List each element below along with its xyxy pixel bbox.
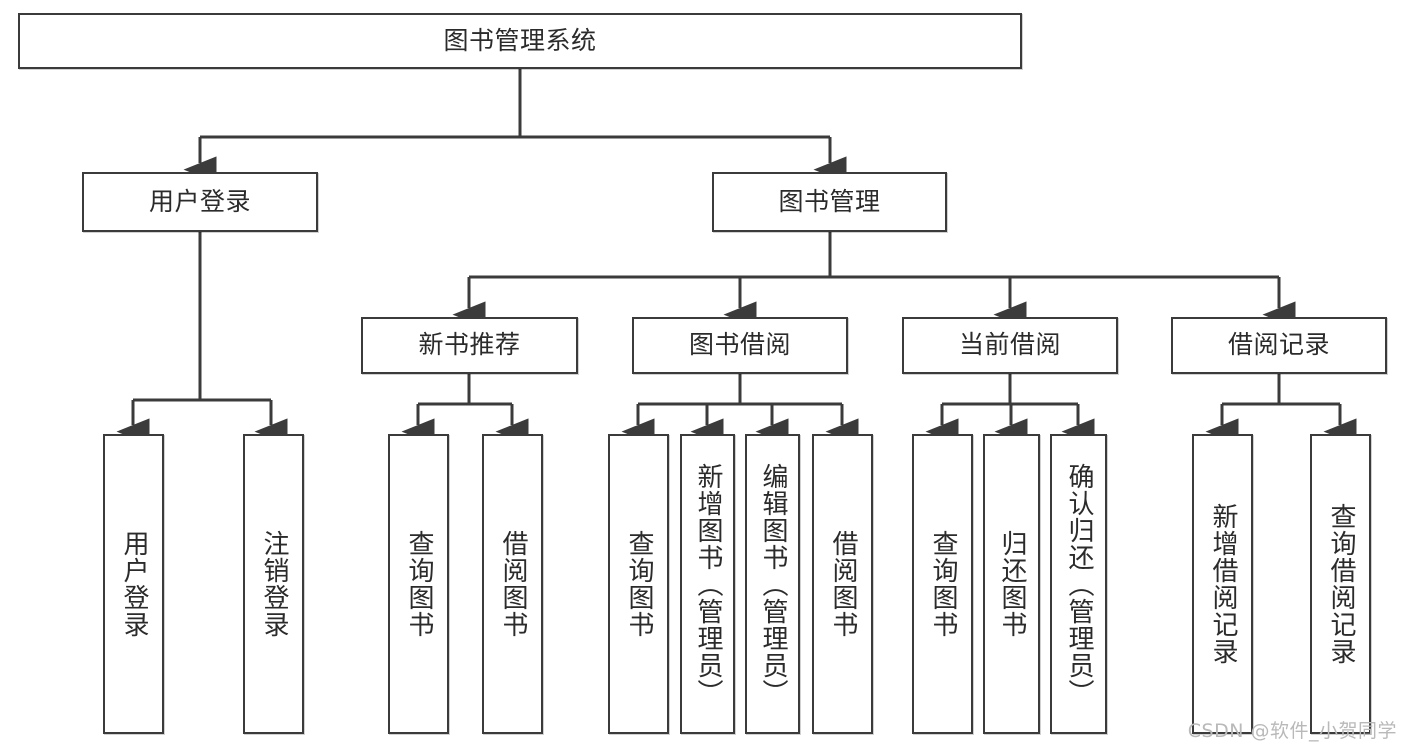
node-new-book-recommend[interactable]: 新书推荐 — [361, 317, 578, 374]
node-label: 归还图书 — [997, 530, 1028, 638]
node-label: 新增借阅记录 — [1208, 503, 1239, 665]
node-user-login[interactable]: 用户登录 — [82, 172, 318, 232]
leaf-query-book-1[interactable]: 查询图书 — [388, 434, 449, 734]
leaf-add-book[interactable]: 新增图书（管理员） — [680, 434, 735, 734]
node-label: 新书推荐 — [418, 330, 521, 360]
node-label: 用户登录 — [148, 186, 251, 216]
node-label: 确认归还（管理员） — [1064, 462, 1095, 706]
node-current-borrow[interactable]: 当前借阅 — [902, 317, 1118, 374]
node-label: 注销登录 — [259, 530, 290, 638]
node-label: 查询借阅记录 — [1326, 503, 1357, 665]
node-label: 当前借阅 — [958, 330, 1061, 360]
node-label: 借阅记录 — [1227, 330, 1330, 360]
node-root-system[interactable]: 图书管理系统 — [18, 13, 1022, 69]
node-label: 借阅图书 — [828, 530, 859, 638]
node-book-manage[interactable]: 图书管理 — [712, 172, 947, 232]
leaf-return-book[interactable]: 归还图书 — [983, 434, 1040, 734]
node-label: 图书管理系统 — [443, 25, 597, 55]
leaf-add-record[interactable]: 新增借阅记录 — [1192, 434, 1253, 734]
leaf-query-record[interactable]: 查询借阅记录 — [1310, 434, 1371, 734]
node-label: 查询图书 — [404, 530, 435, 638]
node-borrow-record[interactable]: 借阅记录 — [1171, 317, 1387, 374]
node-label: 借阅图书 — [498, 530, 529, 638]
leaf-confirm-return[interactable]: 确认归还（管理员） — [1050, 434, 1107, 734]
node-label: 查询图书 — [928, 530, 959, 638]
leaf-user-login[interactable]: 用户登录 — [103, 434, 164, 734]
node-book-borrow[interactable]: 图书借阅 — [632, 317, 848, 374]
leaf-borrow-book-2[interactable]: 借阅图书 — [812, 434, 873, 734]
leaf-edit-book[interactable]: 编辑图书（管理员） — [745, 434, 800, 734]
node-label: 查询图书 — [624, 530, 655, 638]
leaf-query-book-2[interactable]: 查询图书 — [608, 434, 669, 734]
leaf-borrow-book-1[interactable]: 借阅图书 — [482, 434, 543, 734]
node-label: 用户登录 — [119, 530, 150, 638]
watermark: CSDN @软件_小贺同学 — [1187, 720, 1397, 742]
node-label: 新增图书（管理员） — [693, 462, 724, 706]
node-label: 编辑图书（管理员） — [758, 462, 789, 706]
leaf-query-book-3[interactable]: 查询图书 — [912, 434, 973, 734]
node-label: 图书管理 — [778, 186, 881, 216]
leaf-user-logout[interactable]: 注销登录 — [243, 434, 304, 734]
node-label: 图书借阅 — [688, 330, 791, 360]
